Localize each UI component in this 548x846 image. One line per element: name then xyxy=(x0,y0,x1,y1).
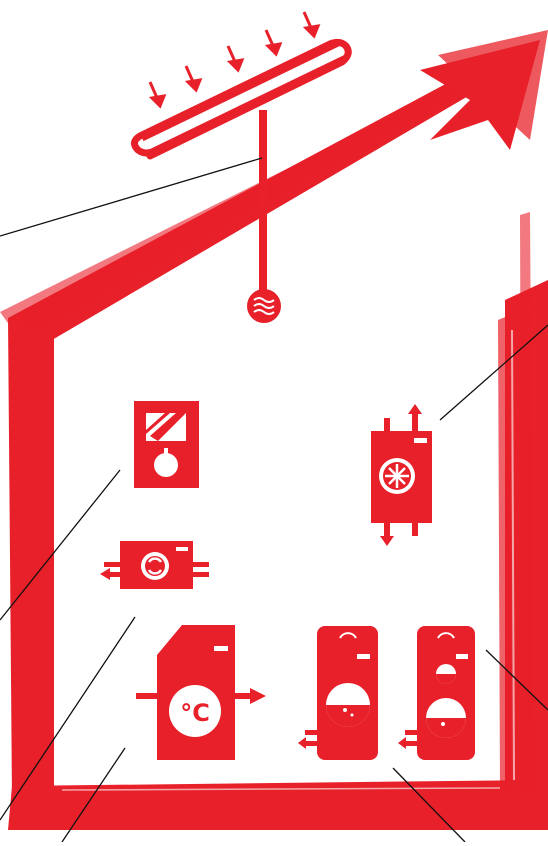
boiler-temperature-label: °C xyxy=(180,699,210,727)
storage-tank-icon-double[interactable] xyxy=(398,626,475,760)
heat-exchange-module-icon[interactable] xyxy=(100,541,209,589)
storage-tank-icon[interactable] xyxy=(298,626,378,760)
heat-recovery-ventilation-icon[interactable] xyxy=(371,404,432,546)
boiler-icon[interactable]: °C xyxy=(136,625,266,760)
thermostat-controller-icon[interactable] xyxy=(134,401,199,488)
